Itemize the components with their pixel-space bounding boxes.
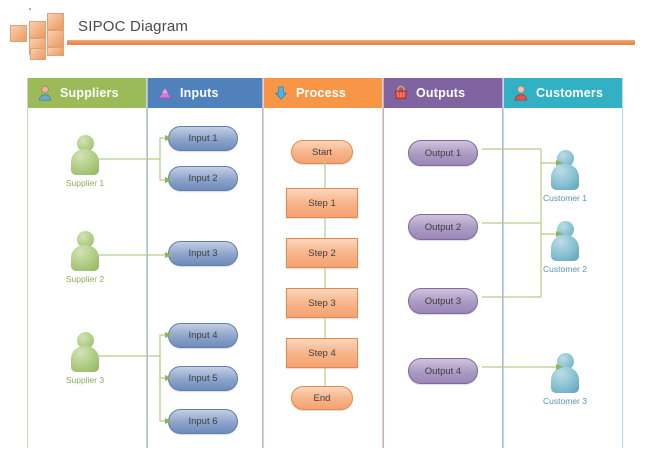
process-node-step-1[interactable]: Step 1 [286,188,358,218]
page-title: SIPOC Diagram [78,18,189,35]
input-node-3[interactable]: Input 3 [168,241,238,266]
column-label-customers: Customers [536,86,604,100]
column-header-suppliers: Suppliers [28,78,146,108]
person-body [71,149,99,175]
process-node-step-2[interactable]: Step 2 [286,238,358,268]
shopping-basket-icon [393,85,409,101]
customer-icon-2[interactable] [548,221,582,261]
customer-icon-3[interactable] [548,353,582,393]
column-label-suppliers: Suppliers [60,86,119,100]
input-node-2[interactable]: Input 2 [168,166,238,191]
person-head [77,332,94,349]
output-node-1[interactable]: Output 1 [408,140,478,166]
column-suppliers: Suppliers Supplier 1 Supplier 2 Supplier… [27,78,147,448]
page-header: SIPOC Diagram [0,0,650,62]
supplier-icon-3[interactable] [68,332,102,372]
supplier-label-3: Supplier 3 [65,375,105,385]
column-process: Process Start Step 1 Step 2 Step 3 Step … [263,78,383,448]
customer-label-2: Customer 2 [543,264,587,274]
customer-label-1: Customer 1 [543,193,587,203]
supplier-icon-2[interactable] [68,231,102,271]
output-node-3[interactable]: Output 3 [408,288,478,314]
column-header-customers: Customers [504,78,622,108]
column-body-inputs: Input 1 Input 2 Input 3 Input 4 Input 5 … [148,108,262,448]
input-node-4[interactable]: Input 4 [168,323,238,348]
column-body-customers: Customer 1 Customer 2 Customer 3 [504,108,622,448]
person-body [71,245,99,271]
sipoc-table: Suppliers Supplier 1 Supplier 2 Supplier… [27,78,623,448]
input-node-1[interactable]: Input 1 [168,126,238,151]
input-node-6[interactable]: Input 6 [168,409,238,434]
customer-person-icon [513,85,529,101]
supplier-person-icon [37,85,53,101]
process-node-start[interactable]: Start [291,140,353,164]
customer-icon-1[interactable] [548,150,582,190]
column-body-suppliers: Supplier 1 Supplier 2 Supplier 3 [28,108,146,448]
person-body [551,367,579,393]
process-node-end[interactable]: End [291,386,353,410]
title-underline-bar [67,40,635,45]
column-header-inputs: Inputs [148,78,262,108]
person-head [77,231,94,248]
column-label-process: Process [296,86,347,100]
process-node-step-4[interactable]: Step 4 [286,338,358,368]
column-customers: Customers Customer 1 Customer 2 Customer… [503,78,623,448]
blue-down-arrow-icon [273,85,289,101]
column-inputs: Inputs Input 1 Input 2 Input 3 Input 4 I… [147,78,263,448]
column-header-process: Process [264,78,382,108]
person-body [71,346,99,372]
column-body-process: Start Step 1 Step 2 Step 3 Step 4 End [264,108,382,448]
output-node-2[interactable]: Output 2 [408,214,478,240]
purple-triangle-icon [157,85,173,101]
output-node-4[interactable]: Output 4 [408,358,478,384]
column-outputs: Outputs Output 1 Output 2 Output 3 Outpu… [383,78,503,448]
person-head [77,135,94,152]
supplier-icon-1[interactable] [68,135,102,175]
supplier-label-2: Supplier 2 [65,274,105,284]
process-node-step-3[interactable]: Step 3 [286,288,358,318]
column-label-inputs: Inputs [180,86,219,100]
input-node-5[interactable]: Input 5 [168,366,238,391]
person-body [551,164,579,190]
column-label-outputs: Outputs [416,86,466,100]
customer-label-3: Customer 3 [543,396,587,406]
supplier-label-1: Supplier 1 [65,178,105,188]
column-body-outputs: Output 1 Output 2 Output 3 Output 4 [384,108,502,448]
person-body [551,235,579,261]
column-header-outputs: Outputs [384,78,502,108]
